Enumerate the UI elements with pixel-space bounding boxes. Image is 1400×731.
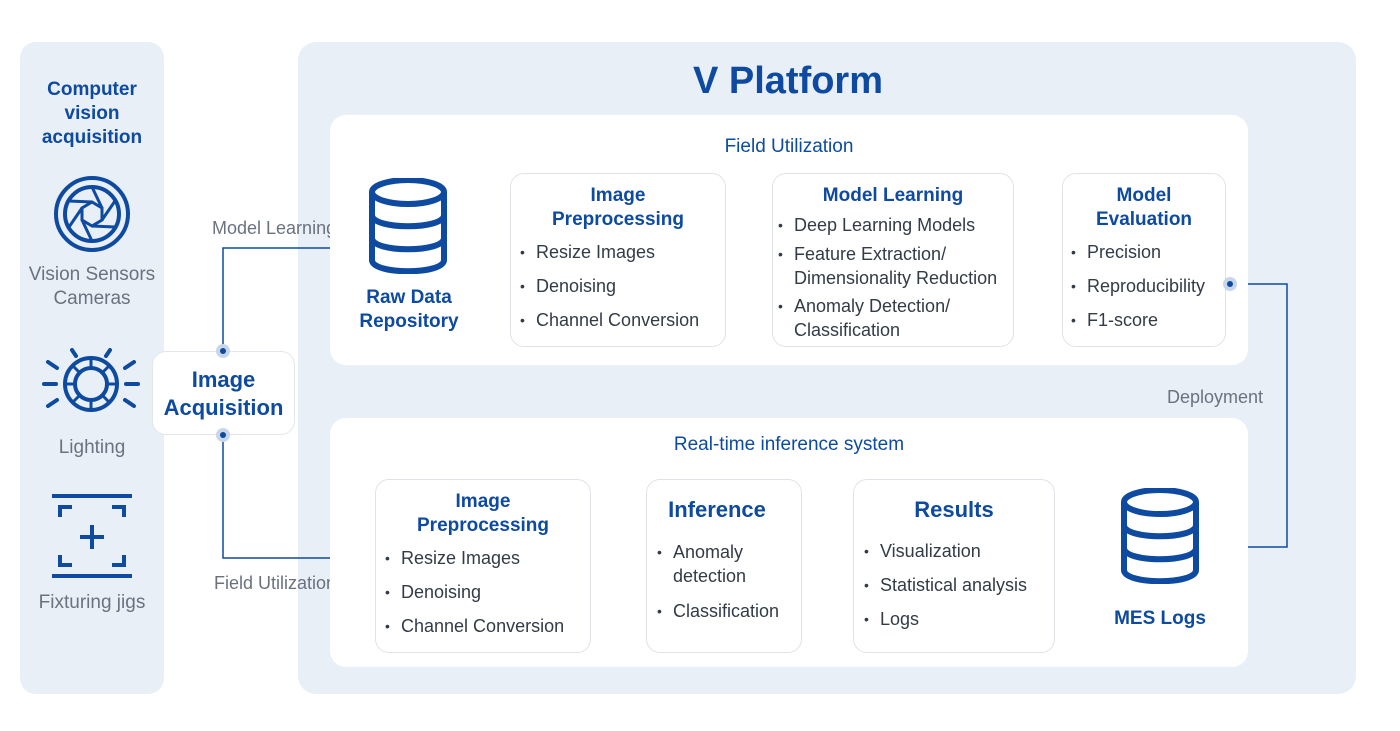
realtime-preprocessing-title: Image Preprocessing: [417, 491, 549, 536]
inference-title: Inference: [668, 497, 766, 522]
fixture-frame-icon: [52, 494, 132, 578]
list-item: Resize Images: [385, 547, 585, 569]
field-utilization-title: Field Utilization: [724, 136, 854, 157]
ring-light-icon: [42, 348, 140, 412]
list-item: Statistical analysis: [864, 574, 1054, 596]
connector-dot-top: [216, 344, 230, 358]
list-item: Visualization: [864, 540, 1054, 562]
list-item: Reproducibility: [1071, 275, 1223, 297]
list-item: Precision: [1071, 241, 1223, 263]
list-item: Logs: [864, 608, 1054, 630]
lighting-label: Lighting: [58, 437, 126, 458]
list-item: Anomaly detection: [657, 540, 783, 588]
connector-dot-evaluation: [1223, 277, 1237, 291]
list-item: Classification: [657, 600, 797, 622]
list-item: F1-score: [1071, 309, 1223, 331]
model-learning-list: Deep Learning Models Feature Extraction/…: [778, 214, 1010, 354]
list-item: Anomaly Detection/ Classification: [778, 294, 1010, 342]
mes-logs-label: MES Logs: [1114, 608, 1206, 629]
model-evaluation-list: Precision Reproducibility F1-score: [1071, 241, 1223, 343]
list-item: Denoising: [520, 275, 720, 297]
list-item: Feature Extraction/ Dimensionality Reduc…: [778, 242, 1010, 290]
field-preprocessing-list: Resize Images Denoising Channel Conversi…: [520, 241, 720, 343]
field-utilization-connector-label: Field Utilization: [214, 573, 337, 593]
model-learning-connector-label: Model Learning: [212, 218, 337, 238]
list-item: Denoising: [385, 581, 585, 603]
list-item: Resize Images: [520, 241, 720, 263]
field-preprocessing-title: Image Preprocessing: [552, 185, 684, 230]
realtime-inference-title: Real-time inference system: [673, 434, 905, 455]
results-list: Visualization Statistical analysis Logs: [864, 540, 1054, 642]
connector-dot-bottom: [216, 428, 230, 442]
list-item: Channel Conversion: [520, 309, 720, 331]
model-learning-title: Model Learning: [822, 185, 964, 206]
model-evaluation-title: Model Evaluation: [1095, 185, 1193, 230]
image-acquisition-box: [152, 351, 295, 435]
camera-aperture-icon: [54, 176, 130, 252]
raw-data-repository-label: Raw Data Repository: [359, 287, 459, 332]
mes-database-icon: [1121, 488, 1199, 584]
realtime-preprocessing-list: Resize Images Denoising Channel Conversi…: [385, 547, 585, 649]
results-title: Results: [914, 497, 994, 522]
list-item: Deep Learning Models: [778, 214, 1010, 236]
list-item: Channel Conversion: [385, 615, 585, 637]
fixturing-label: Fixturing jigs: [38, 592, 146, 613]
database-icon: [369, 178, 447, 274]
acquisition-title: Computer vision acquisition: [41, 79, 143, 148]
inference-list: Anomaly detection Classification: [657, 540, 797, 634]
deployment-connector-label: Deployment: [1167, 387, 1264, 407]
platform-title: V Platform: [692, 60, 884, 102]
image-acquisition-label: Image Acquisition: [163, 367, 284, 420]
camera-label: Vision Sensors Cameras: [28, 264, 156, 309]
